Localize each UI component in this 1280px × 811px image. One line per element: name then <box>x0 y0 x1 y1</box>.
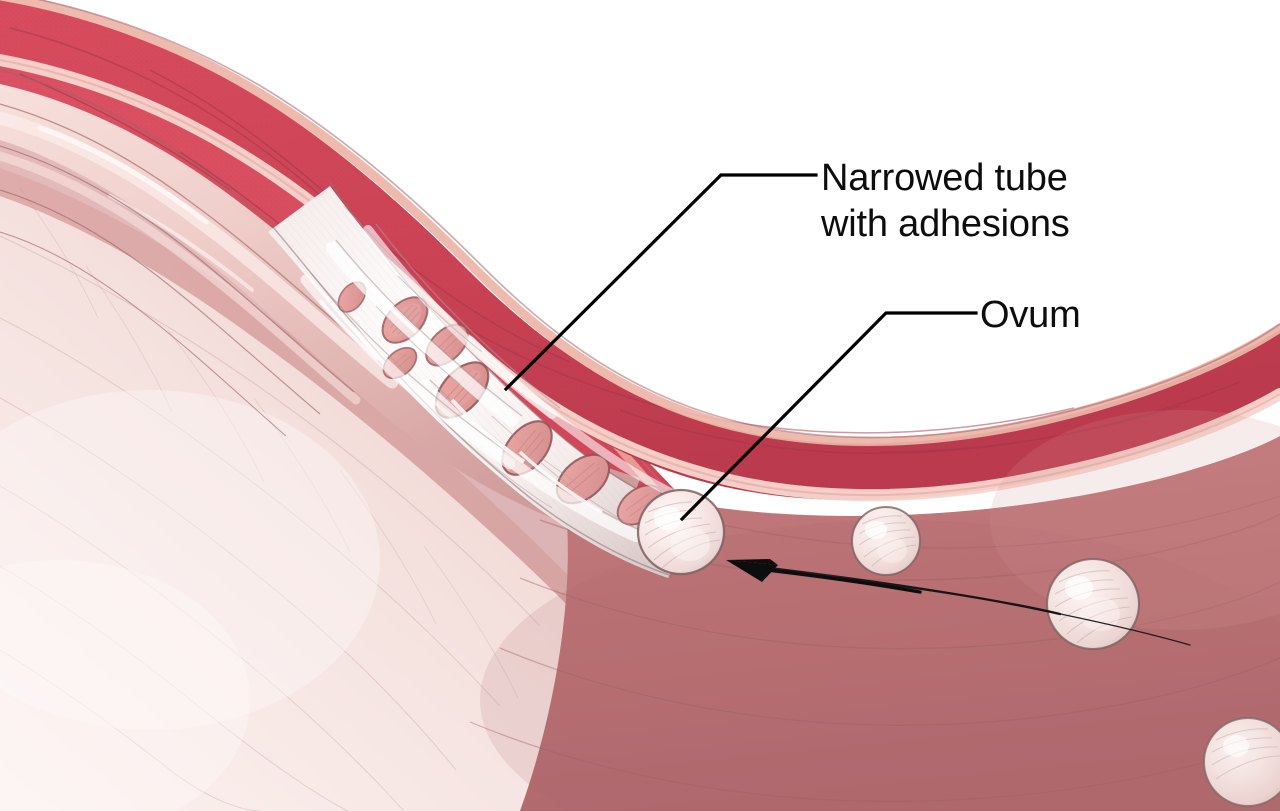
label-narrowed-tube-line1: Narrowed tube <box>821 157 1068 199</box>
ovum-second <box>851 506 921 576</box>
adhesion-bands <box>300 225 687 542</box>
mucosal-fold-highlights <box>0 111 399 405</box>
leader-line-ovum <box>679 311 978 522</box>
ovum-third <box>1045 557 1141 651</box>
label-narrowed-tube-line2: with adhesions <box>821 203 1070 245</box>
ovum-travel-arrow <box>726 559 1191 646</box>
label-ovum: Ovum <box>980 292 1081 338</box>
label-ovum-line1: Ovum <box>980 294 1081 336</box>
region-uterine-wall-lower-left <box>0 168 740 811</box>
ova-group <box>636 488 1280 807</box>
leader-line-narrowed-tube <box>503 173 818 392</box>
ovum-fourth <box>1203 717 1280 807</box>
ovum-trapped <box>636 488 726 576</box>
label-narrowed-tube: Narrowed tube with adhesions <box>821 155 1070 247</box>
